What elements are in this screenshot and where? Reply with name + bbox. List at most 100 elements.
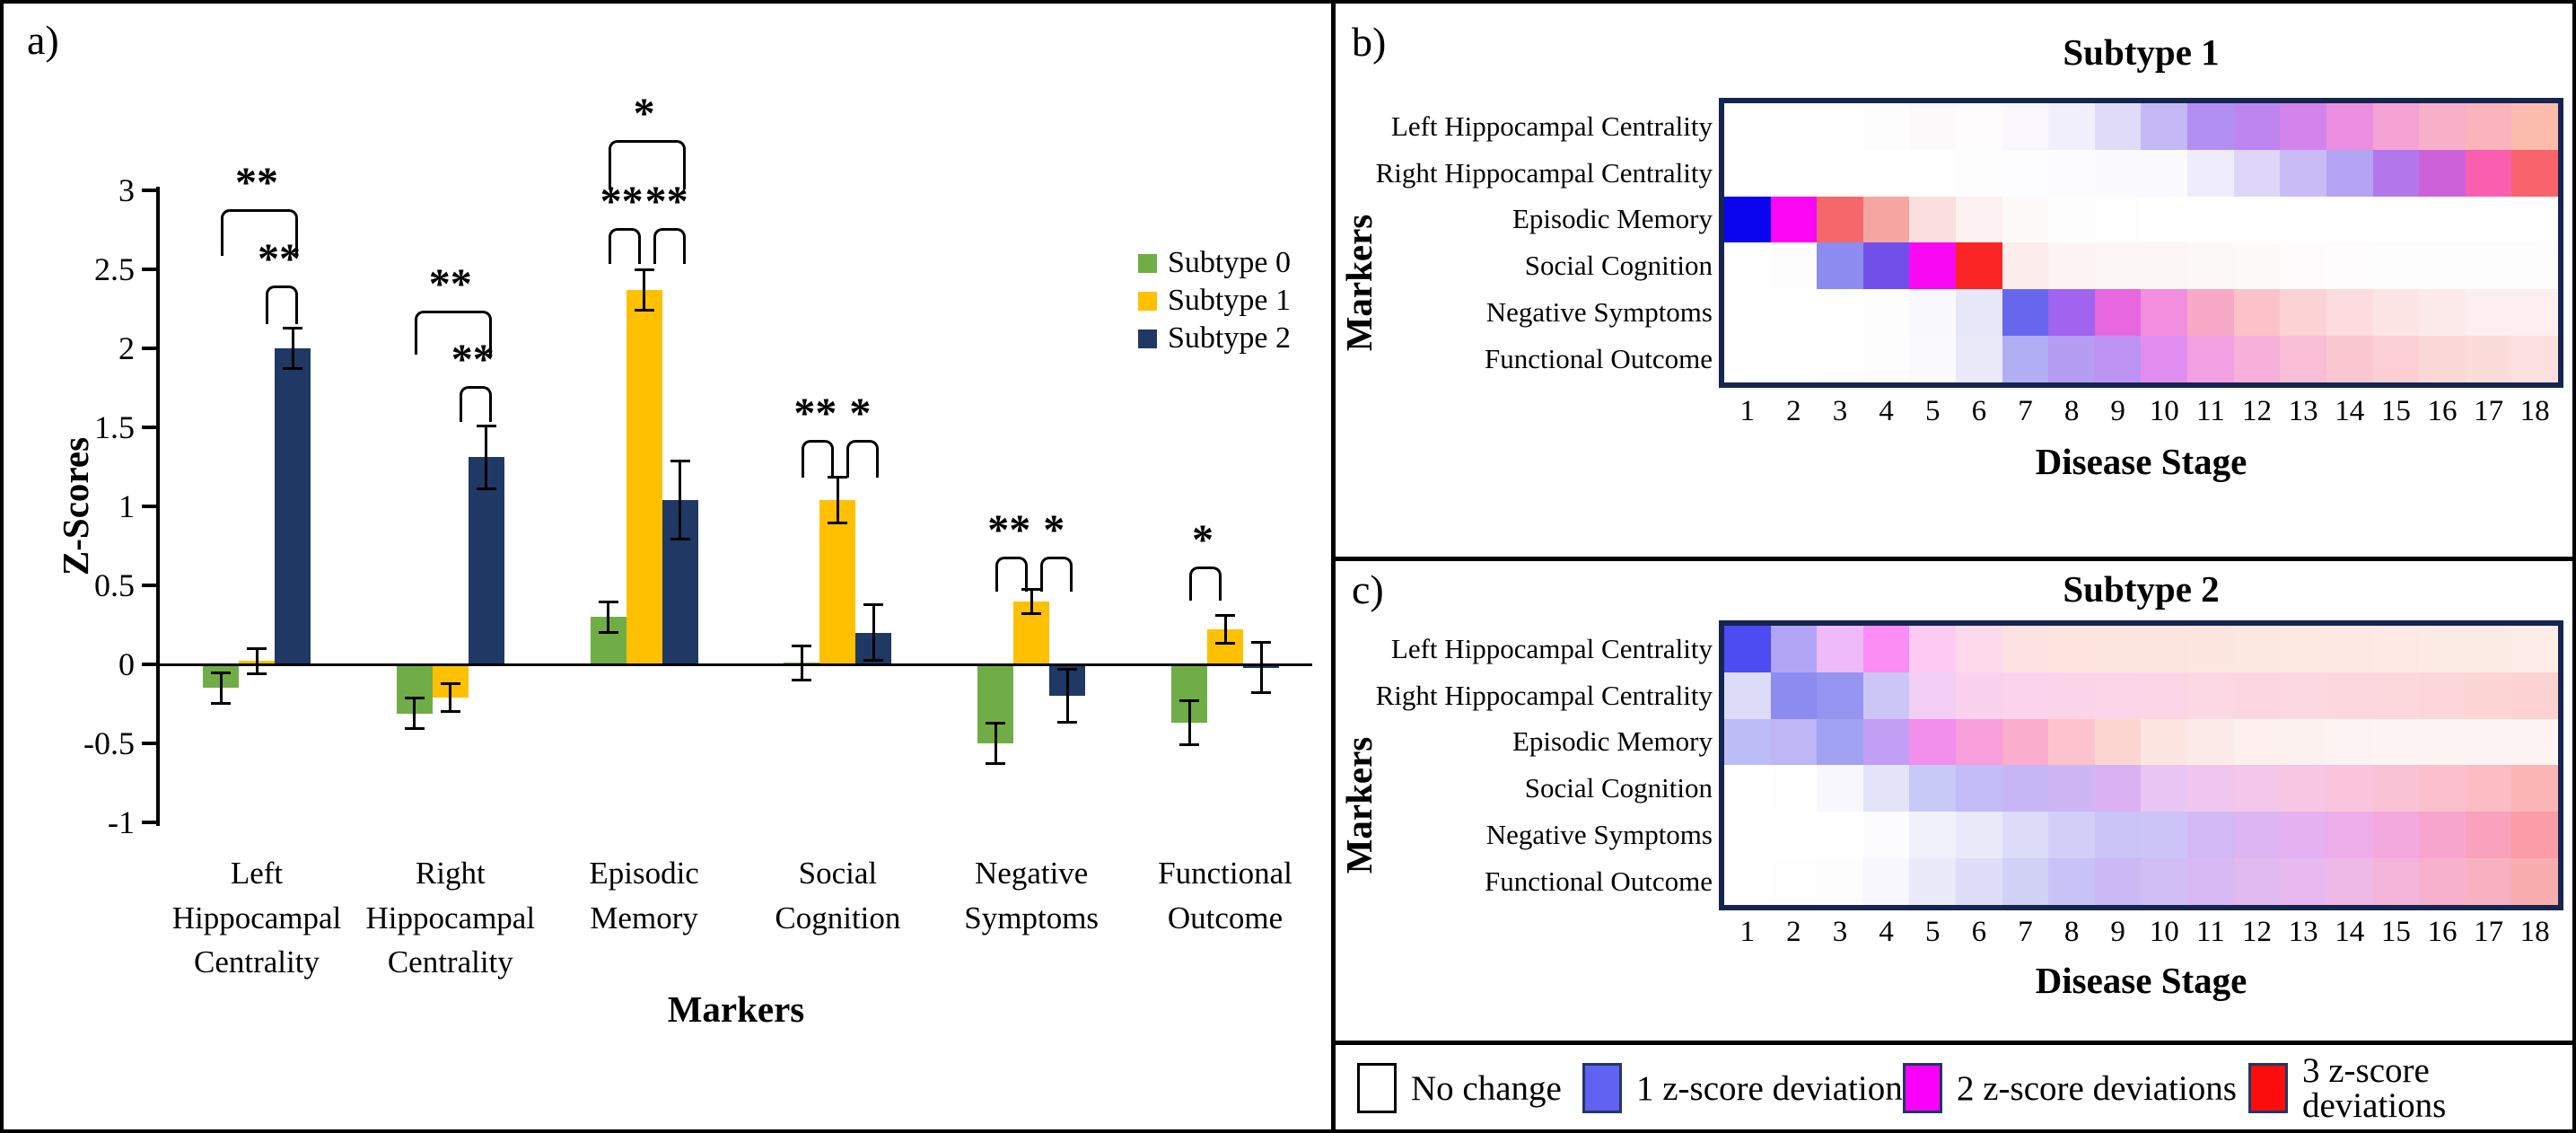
error-bar-cap [828,475,848,479]
heatmap-cell [1817,718,1863,766]
y-axis-tick [142,347,156,350]
heatmap-cell [2002,858,2049,905]
heatmap-cell [1862,765,1910,812]
heatmap-cell [2326,149,2373,197]
heatmap-cell [2187,626,2234,672]
row-label: Negative Symptoms [1485,296,1713,329]
heatmap-cell [2465,765,2512,812]
heatmap-cell [2094,672,2142,719]
error-bar-cap [1179,742,1199,746]
sig-bracket [1040,557,1073,592]
heatmap-cell [1817,336,1863,382]
error-bar-cap [283,366,302,370]
heatmap-cell [1770,289,1818,337]
row-label: Social Cognition [1524,772,1713,804]
error-bar-line [872,604,875,662]
heatmap-cell [2280,672,2326,719]
error-bar-line [485,426,488,489]
heatmap-cell [1956,672,2002,719]
heatmap-cell [2094,626,2142,672]
stage-label: 17 [2474,395,2504,427]
stage-label: 14 [2335,916,2365,948]
stage-label: 18 [2519,916,2550,948]
heatmap-cell [2419,765,2466,812]
heatmap-cell [1817,196,1863,243]
heatmap-subtype-1 [1719,98,2563,388]
sig-label: ** [428,259,472,308]
stage-label: 2 [1786,916,1801,948]
heatmap-cell [2280,765,2326,812]
heatmap-cell [2372,812,2420,859]
heatmap-cell [2048,196,2095,243]
heatmap-cell [1909,196,1957,243]
error-bar-cap [1215,614,1235,618]
heatmap-cell [2326,718,2373,766]
heatmap-cell [1724,149,1771,197]
group-label: Negative Symptoms [964,856,1100,935]
heatmap-cell [2419,626,2466,672]
heatmap-cell [2141,242,2188,290]
heatmap-cell [2372,765,2420,812]
sig-label: * [849,390,872,438]
row-label: Functional Outcome [1485,865,1713,897]
deviation-legend-item: 3 z-score deviations [2248,1053,2576,1123]
sig-label: ** [235,159,278,207]
heatmap-cell [2233,196,2281,243]
row-label: Right Hippocampal Centrality [1375,679,1713,711]
sig-bracket [266,285,298,325]
row-label: Episodic Memory [1512,203,1713,235]
heatmap-cell [2002,765,2049,812]
heatmap-cell [2094,289,2142,337]
y-tick-label: 1.5 [94,409,135,445]
heatmap-cell [1770,858,1818,905]
heatmap-cell [2141,765,2188,812]
heatmap-cell [1770,765,1818,812]
heatmap-cell [1724,858,1771,905]
bar [626,289,662,664]
heatmap-cell [1817,812,1863,859]
heatmap-cell [1724,103,1771,150]
sig-label: ** [987,506,1031,555]
error-bar-cap [247,647,267,651]
heatmap-cell [2048,718,2095,766]
sig-label: ** [600,178,644,226]
deviation-legend-item: 1 z-score deviation [1582,1062,1903,1114]
heatmap-cell [1956,812,2002,859]
sig-bracket [846,440,880,478]
heatmap-cell [1862,626,1910,672]
error-bar-line [1223,615,1227,645]
heatmap-cell [2419,812,2466,859]
stage-label: 1 [1739,395,1756,427]
heatmap-cell [2002,289,2049,337]
legend-swatch [1138,329,1157,348]
legend-label: Subtype 1 [1168,284,1291,317]
error-bar-line [291,328,294,369]
heatmap-cell [2280,858,2326,905]
stage-label: 12 [2242,395,2273,427]
heatmap-cell [2233,149,2281,197]
error-bar-cap [1021,587,1042,591]
heatmap-cell [2187,103,2234,150]
heatmap-cell [1724,196,1771,243]
heatmap-cell [2326,626,2373,672]
error-bar-cap [986,722,1006,725]
stage-label: 5 [1924,916,1941,948]
heatmap-cell [2419,149,2466,197]
heatmap-cell [2187,812,2234,859]
heatmap-cell [1724,242,1771,290]
error-bar-line [994,723,997,764]
heatmap-cell [1770,812,1818,859]
heatmap-cell [1909,765,1957,812]
heatmap-cell [2419,336,2466,382]
y-axis-tick [142,268,156,271]
heatmap-cell [1956,765,2002,812]
error-bar-cap [404,696,425,699]
heatmap-cell [2280,718,2326,766]
heatmap-cell [2141,718,2188,766]
heatmap-cell [2094,718,2142,766]
heatmap-cell [2233,858,2281,905]
panel-a-letter: a) [27,17,59,63]
error-bar-line [1187,700,1191,745]
heatmap-cell [2187,858,2234,905]
